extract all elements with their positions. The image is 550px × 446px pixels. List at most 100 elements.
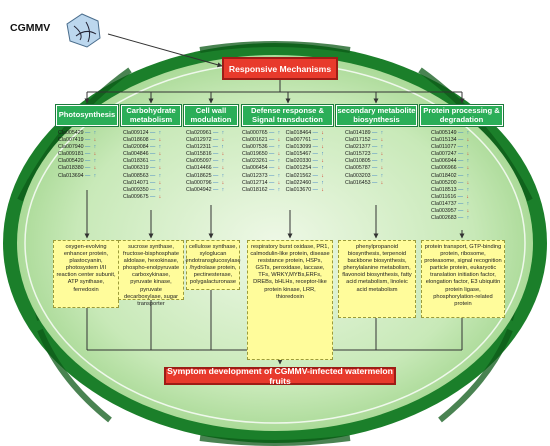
gene-id: Cla008563 (123, 172, 149, 179)
gene-row: Cla020961—↑ (186, 130, 227, 137)
gene-id: Cla005097 (186, 158, 212, 165)
gene-row: Cla013670—↓ (286, 187, 327, 194)
up-regulated-arrow-icon: ↑ (277, 144, 281, 151)
down-regulated-arrow-icon: ↓ (158, 137, 162, 144)
gene-id: Cla004942 (186, 186, 212, 193)
gene-id: Cla013099 (285, 144, 312, 151)
dash-connector-icon: — (149, 165, 156, 172)
gene-id: Cla015134 (431, 137, 457, 144)
gene-id: Cla018162 (242, 186, 268, 193)
dash-connector-icon: — (312, 130, 318, 136)
up-regulated-arrow-icon: ↑ (380, 158, 384, 165)
up-regulated-arrow-icon: ↑ (380, 144, 384, 151)
gene-id: Cla020330 (285, 158, 312, 165)
gene-id: Cla019650 (242, 151, 268, 158)
gene-row: Cla011616—↓ (431, 194, 472, 201)
gene-row: Cla020084—↑ (123, 144, 164, 151)
gene-id: Cla009124 (123, 130, 149, 136)
down-regulated-arrow-icon: ↓ (221, 165, 225, 172)
dash-connector-icon: — (312, 144, 318, 151)
gene-id: Cla007940 (58, 144, 84, 151)
gene-id: Cla021562 (285, 172, 312, 179)
down-regulated-arrow-icon: ↓ (158, 179, 162, 186)
gene-row: Cla023261—↑ (242, 158, 283, 165)
gene-row: Cla004846—↓ (123, 151, 164, 158)
gene-id: Cla018402 (431, 172, 457, 179)
gene-row: Cla005149—↑ (431, 130, 472, 137)
gene-id: Cla011616 (431, 193, 457, 200)
gene-id: Cla004846 (123, 151, 149, 158)
gene-id: Cla006944 (431, 158, 457, 165)
gene-id: Cla018464 (285, 130, 312, 136)
up-regulated-arrow-icon: ↑ (221, 130, 225, 136)
gene-row: Cla015723—↓ (345, 151, 386, 158)
result-carbohydrate: sucrose synthase, fructose-bisphosphate … (118, 240, 184, 307)
down-regulated-arrow-icon: ↓ (466, 137, 470, 144)
down-regulated-arrow-icon: ↓ (93, 137, 97, 144)
gene-row: Cla014466—↓ (186, 165, 227, 172)
gene-row: Cla015816—↓ (186, 151, 227, 158)
dash-connector-icon: — (371, 137, 378, 144)
gene-row: Cla022460—↑ (286, 180, 327, 187)
gene-id: Cla005200 (431, 179, 457, 186)
gene-row: Cla007536—↑ (242, 144, 283, 151)
up-regulated-arrow-icon: ↑ (277, 130, 281, 136)
up-regulated-arrow-icon: ↑ (321, 179, 324, 186)
dash-connector-icon: — (149, 186, 156, 193)
down-regulated-arrow-icon: ↓ (466, 208, 470, 215)
gene-row: Cla009124—↑ (123, 130, 164, 137)
dash-connector-icon: — (84, 151, 91, 158)
dash-connector-icon: — (312, 151, 318, 158)
dash-connector-icon: — (371, 172, 378, 179)
up-regulated-arrow-icon: ↑ (277, 186, 281, 193)
dash-connector-icon: — (212, 151, 219, 158)
gene-row: Cla003957—↓ (431, 208, 472, 215)
category-protein: Protein processing & degradation (420, 105, 503, 126)
gene-id: Cla003957 (431, 208, 457, 215)
gene-id: Cla018608 (123, 137, 149, 144)
gene-id: Cla009675 (123, 193, 149, 200)
up-regulated-arrow-icon: ↑ (466, 158, 470, 165)
gene-row: Cla018608—↓ (123, 137, 164, 144)
gene-id: Cla007761 (285, 137, 312, 144)
dash-connector-icon: — (457, 215, 464, 222)
gene-id: Cla007247 (431, 151, 457, 158)
dash-connector-icon: — (149, 144, 156, 151)
up-regulated-arrow-icon: ↑ (158, 158, 162, 165)
gene-row: Cla014071—↓ (123, 180, 164, 187)
gene-id: Cla007419 (58, 137, 84, 144)
down-regulated-arrow-icon: ↓ (158, 151, 162, 158)
gene-row: Cla018380—↓ (58, 165, 99, 172)
dash-connector-icon: — (312, 158, 318, 165)
gene-row: Cla005787—↓ (345, 165, 386, 172)
gene-id: Cla006966 (431, 165, 457, 172)
dash-connector-icon: — (212, 158, 219, 165)
gene-column: Cla018464—↓Cla007761—↑Cla013099—↓Cla0154… (286, 130, 327, 194)
up-regulated-arrow-icon: ↑ (466, 186, 470, 193)
up-regulated-arrow-icon: ↑ (158, 172, 162, 179)
gene-row: Cla010805—↑ (345, 158, 386, 165)
gene-row: Cla018625—↑ (186, 173, 227, 180)
gene-row: Cla014189—↑ (345, 130, 386, 137)
result-cell-wall: cellulose synthase, xyloglucan endotrans… (186, 240, 241, 290)
gene-list-protein: Cla005149—↑Cla015134—↓Cla011077—↑Cla0072… (431, 130, 472, 222)
gene-row: Cla005429—↑ (58, 130, 99, 137)
gene-row: Cla018162—↑ (242, 187, 283, 194)
gene-row: Cla005420—↑ (58, 158, 99, 165)
gene-row: Cla019650—↓ (242, 151, 283, 158)
gene-row: Cla009675—↓ (123, 194, 164, 201)
gene-row: Cla015467—↑ (286, 151, 327, 158)
virus-label: CGMMV (10, 22, 51, 34)
down-regulated-arrow-icon: ↓ (466, 151, 470, 158)
gene-row: Cla006944—↑ (431, 158, 472, 165)
gene-row: Cla000765—↑ (242, 130, 283, 137)
up-regulated-arrow-icon: ↑ (321, 137, 324, 144)
gene-row: Cla008563—↑ (123, 173, 164, 180)
gene-id: Cla002683 (431, 215, 457, 222)
dash-connector-icon: — (149, 137, 156, 144)
dash-connector-icon: — (371, 144, 378, 151)
up-regulated-arrow-icon: ↑ (158, 144, 162, 151)
gene-id: Cla018361 (123, 158, 149, 165)
up-regulated-arrow-icon: ↑ (466, 130, 470, 136)
gene-list-defense: Cla000765—↑Cla001621—↓Cla007536—↑Cla0196… (242, 130, 326, 194)
